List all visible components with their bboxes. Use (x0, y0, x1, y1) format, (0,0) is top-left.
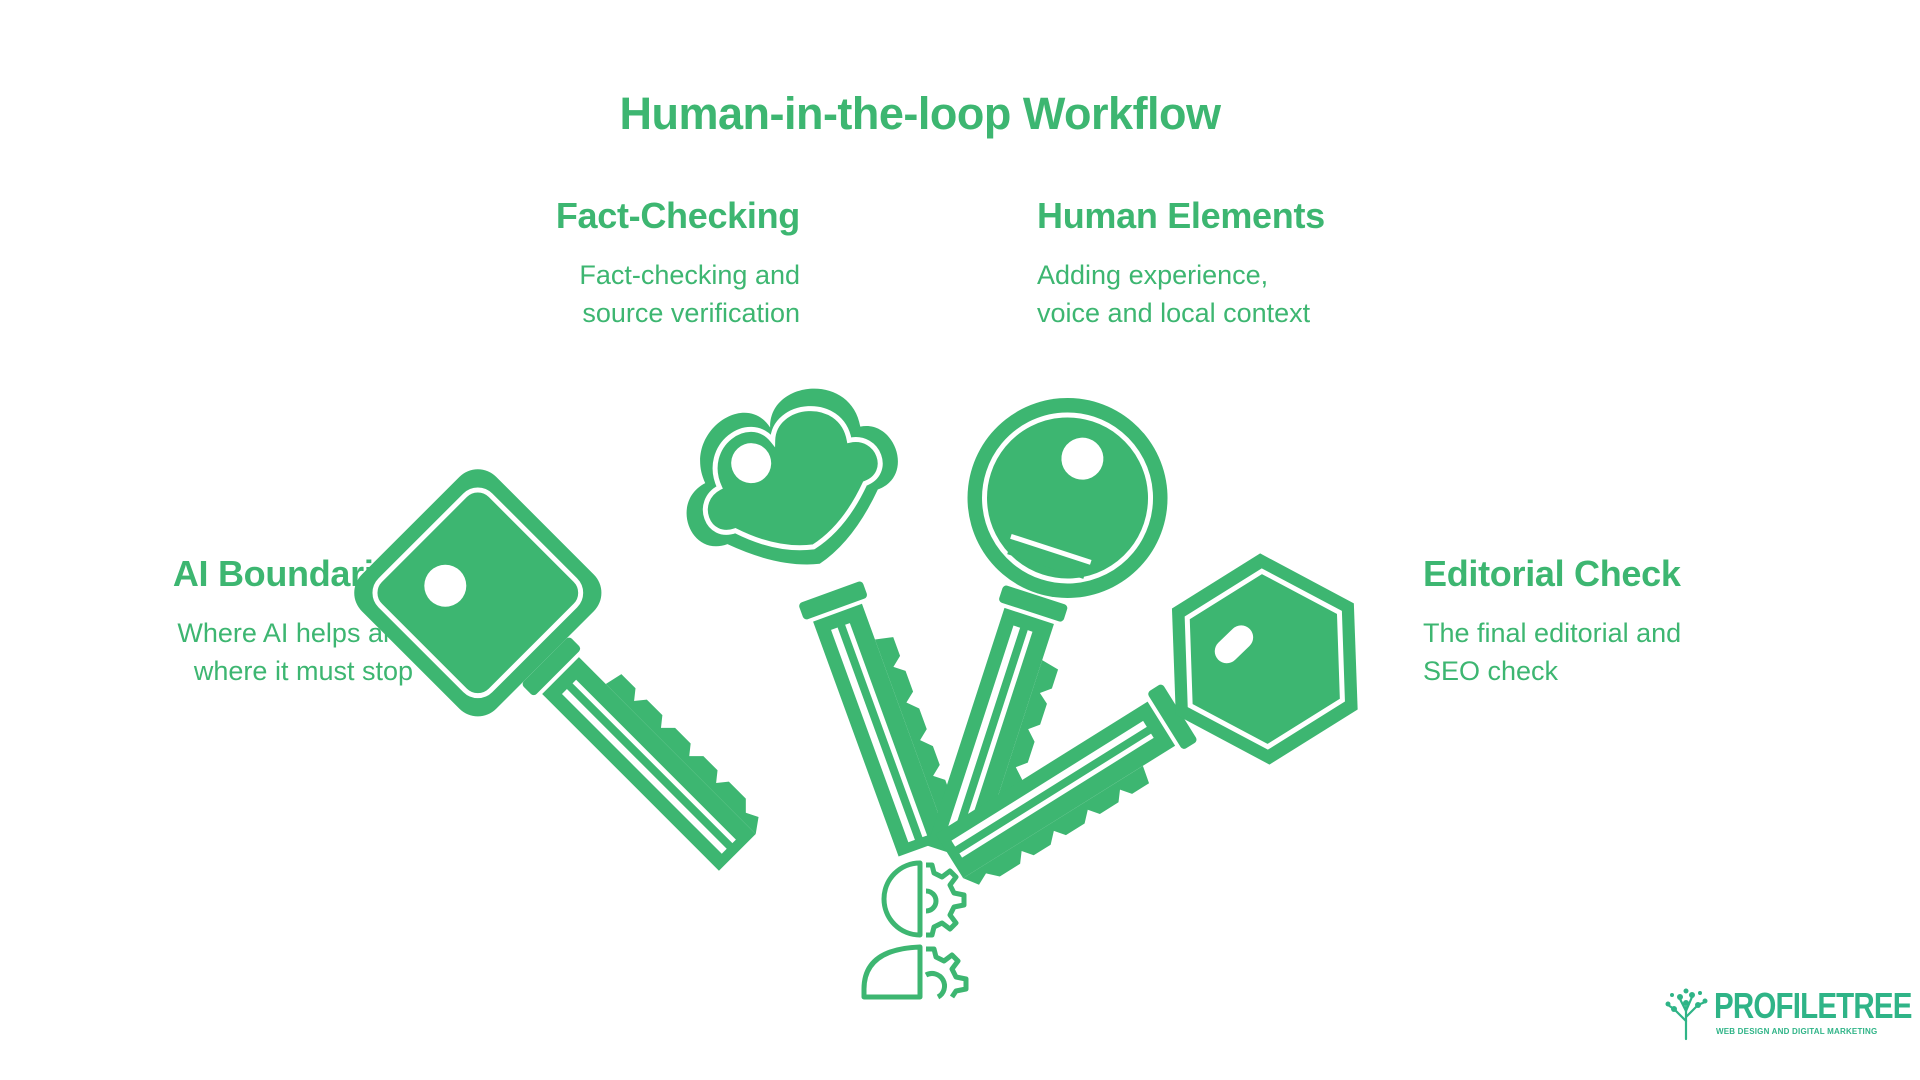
logo-name: PROFILETREE (1714, 985, 1912, 1026)
step-description: The final editorial and SEO check (1423, 618, 1682, 686)
step-description: Where AI helps and where it must stop (177, 618, 413, 686)
step-heading: Human Elements (1037, 195, 1325, 236)
step-heading: Editorial Check (1423, 553, 1681, 594)
page-title: Human-in-the-loop Workflow (619, 88, 1221, 139)
hexagon-head-key-icon (931, 553, 1358, 894)
logo-tagline: WEB DESIGN AND DIGITAL MARKETING (1716, 1027, 1878, 1036)
tree-icon (1665, 988, 1708, 1041)
step-fact-checking: Fact-Checking Fact-checking and source v… (480, 194, 800, 332)
cloud-head-key-icon (686, 388, 965, 860)
diamond-head-key-icon (354, 469, 769, 877)
round-head-key-icon (919, 397, 1168, 868)
step-human-elements: Human Elements Adding experience, voice … (1037, 194, 1417, 332)
step-description: Fact-checking and source verification (579, 260, 800, 328)
step-ai-boundaries: AI Boundaries Where AI helps and where i… (130, 552, 413, 690)
step-heading: Fact-Checking (555, 195, 800, 236)
step-description: Adding experience, voice and local conte… (1037, 260, 1311, 328)
profiletree-logo: PROFILETREE WEB DESIGN AND DIGITAL MARKE… (1662, 985, 1912, 1045)
human-gear-icon (861, 860, 969, 1000)
step-editorial-check: Editorial Check The final editorial and … (1423, 552, 1753, 690)
